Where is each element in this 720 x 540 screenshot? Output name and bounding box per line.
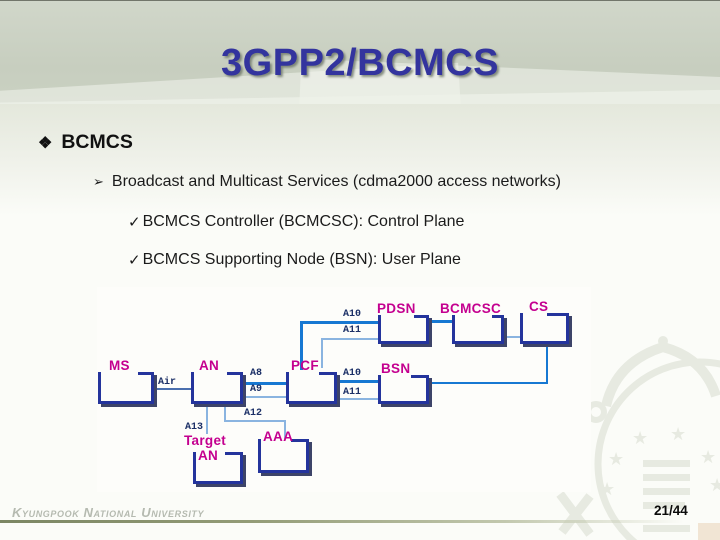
node-label: MS	[109, 358, 130, 373]
node-ms: MS	[98, 358, 154, 404]
node-label: PCF	[291, 358, 319, 373]
bullet-heading: ❖ BCMCS	[38, 131, 133, 154]
interface-label-a8: A8	[250, 368, 263, 379]
diamond-bullet-icon: ❖	[38, 135, 53, 152]
node-cs: CS	[520, 299, 569, 344]
interface-label-a9: A9	[250, 384, 263, 395]
check-bullet-icon: ✓	[128, 252, 141, 269]
bullet-level3-control-plane: ✓ BCMCS Controller (BCMCSC): Control Pla…	[128, 213, 464, 231]
bullet-level2: ➢ Broadcast and Multicast Services (cdma…	[93, 173, 561, 191]
node-top-border	[319, 372, 337, 375]
link-a11-pcf-bsn	[337, 398, 378, 400]
link-a11-pcf-pdsn	[321, 338, 378, 340]
university-emblem-watermark: ★ ★ ★ ★ ★ ★	[556, 336, 720, 540]
bullet-level3-user-plane: ✓ BCMCS Supporting Node (BSN): User Plan…	[128, 251, 461, 269]
bullet-heading-text: BCMCS	[61, 131, 133, 153]
link-a12-an-aaa	[224, 420, 286, 422]
node-top-border	[547, 313, 569, 316]
page-number: 21/44	[654, 503, 688, 518]
check-bullet-icon: ✓	[128, 214, 141, 231]
node-label: PDSN	[377, 301, 416, 316]
corner-decoration	[698, 523, 720, 540]
link-a13-an-target-an	[206, 403, 208, 434]
link-bsn-cs	[429, 382, 548, 384]
link-a11-pcf-pdsn	[321, 339, 323, 368]
node-aaa: AAA	[258, 429, 309, 473]
node-label: BSN	[381, 361, 411, 376]
interface-label-a12: A12	[244, 408, 263, 419]
node-bcmcsc: BCMCSC	[440, 301, 504, 344]
node-top-border	[411, 375, 429, 378]
node-label-line1: Target	[184, 433, 227, 448]
node-top-border	[492, 315, 504, 318]
interface-label-a10-pdsn: A10	[343, 309, 362, 320]
interface-label-a11-bsn: A11	[343, 387, 362, 398]
node-top-border	[414, 315, 429, 318]
node-an: AN	[191, 358, 243, 404]
node-top-border	[225, 452, 243, 455]
svg-text:★: ★	[599, 479, 615, 500]
node-label: CS	[529, 299, 549, 314]
bullet-level3-text: BCMCS Controller (BCMCSC): Control Plane	[142, 213, 465, 230]
link-a9	[242, 396, 286, 398]
link-ms-an	[153, 388, 191, 390]
svg-text:★: ★	[709, 475, 720, 496]
node-label: AAA	[263, 429, 294, 444]
link-a10-pcf-pdsn	[300, 321, 378, 324]
node-top-border	[138, 372, 154, 375]
svg-text:★: ★	[700, 447, 716, 468]
node-label: AN	[199, 358, 220, 373]
bullet-level2-text: Broadcast and Multicast Services (cdma20…	[111, 173, 561, 190]
interface-label-a11-pdsn: A11	[343, 325, 362, 336]
node-pcf: PCF	[286, 358, 337, 404]
interface-label-a10-bsn: A10	[343, 368, 362, 379]
top-edge-line	[0, 0, 720, 1]
arrow-bullet-icon: ➢	[93, 174, 104, 189]
link-bsn-cs	[546, 344, 548, 384]
node-top-border	[291, 439, 309, 442]
background-fade	[0, 104, 720, 216]
slide-title: 3GPP2/BCMCS	[221, 42, 499, 84]
link-a10-pcf-bsn	[337, 380, 378, 383]
bullet-level3-text: BCMCS Supporting Node (BSN): User Plane	[142, 251, 461, 268]
svg-text:★: ★	[632, 428, 648, 449]
node-bsn: BSN	[378, 361, 429, 404]
footer-divider-line	[0, 520, 720, 523]
link-a8	[242, 382, 286, 385]
svg-text:★: ★	[670, 424, 686, 445]
link-a10-pcf-pdsn	[300, 322, 303, 370]
link-a12-an-aaa	[224, 403, 226, 421]
node-label: BCMCSC	[440, 301, 502, 316]
node-label-line2: AN	[198, 448, 219, 463]
svg-text:★: ★	[608, 449, 624, 470]
footer-university-name: Kyungpook National University	[12, 505, 205, 520]
link-a12-an-aaa	[284, 420, 286, 439]
node-top-border	[227, 372, 243, 375]
link-bcmcsc-cs	[504, 336, 520, 338]
interface-label-air: Air	[158, 377, 177, 388]
interface-label-a13: A13	[185, 422, 204, 433]
link-pdsn-bcmcsc	[429, 320, 452, 323]
node-pdsn: PDSN	[377, 301, 429, 344]
